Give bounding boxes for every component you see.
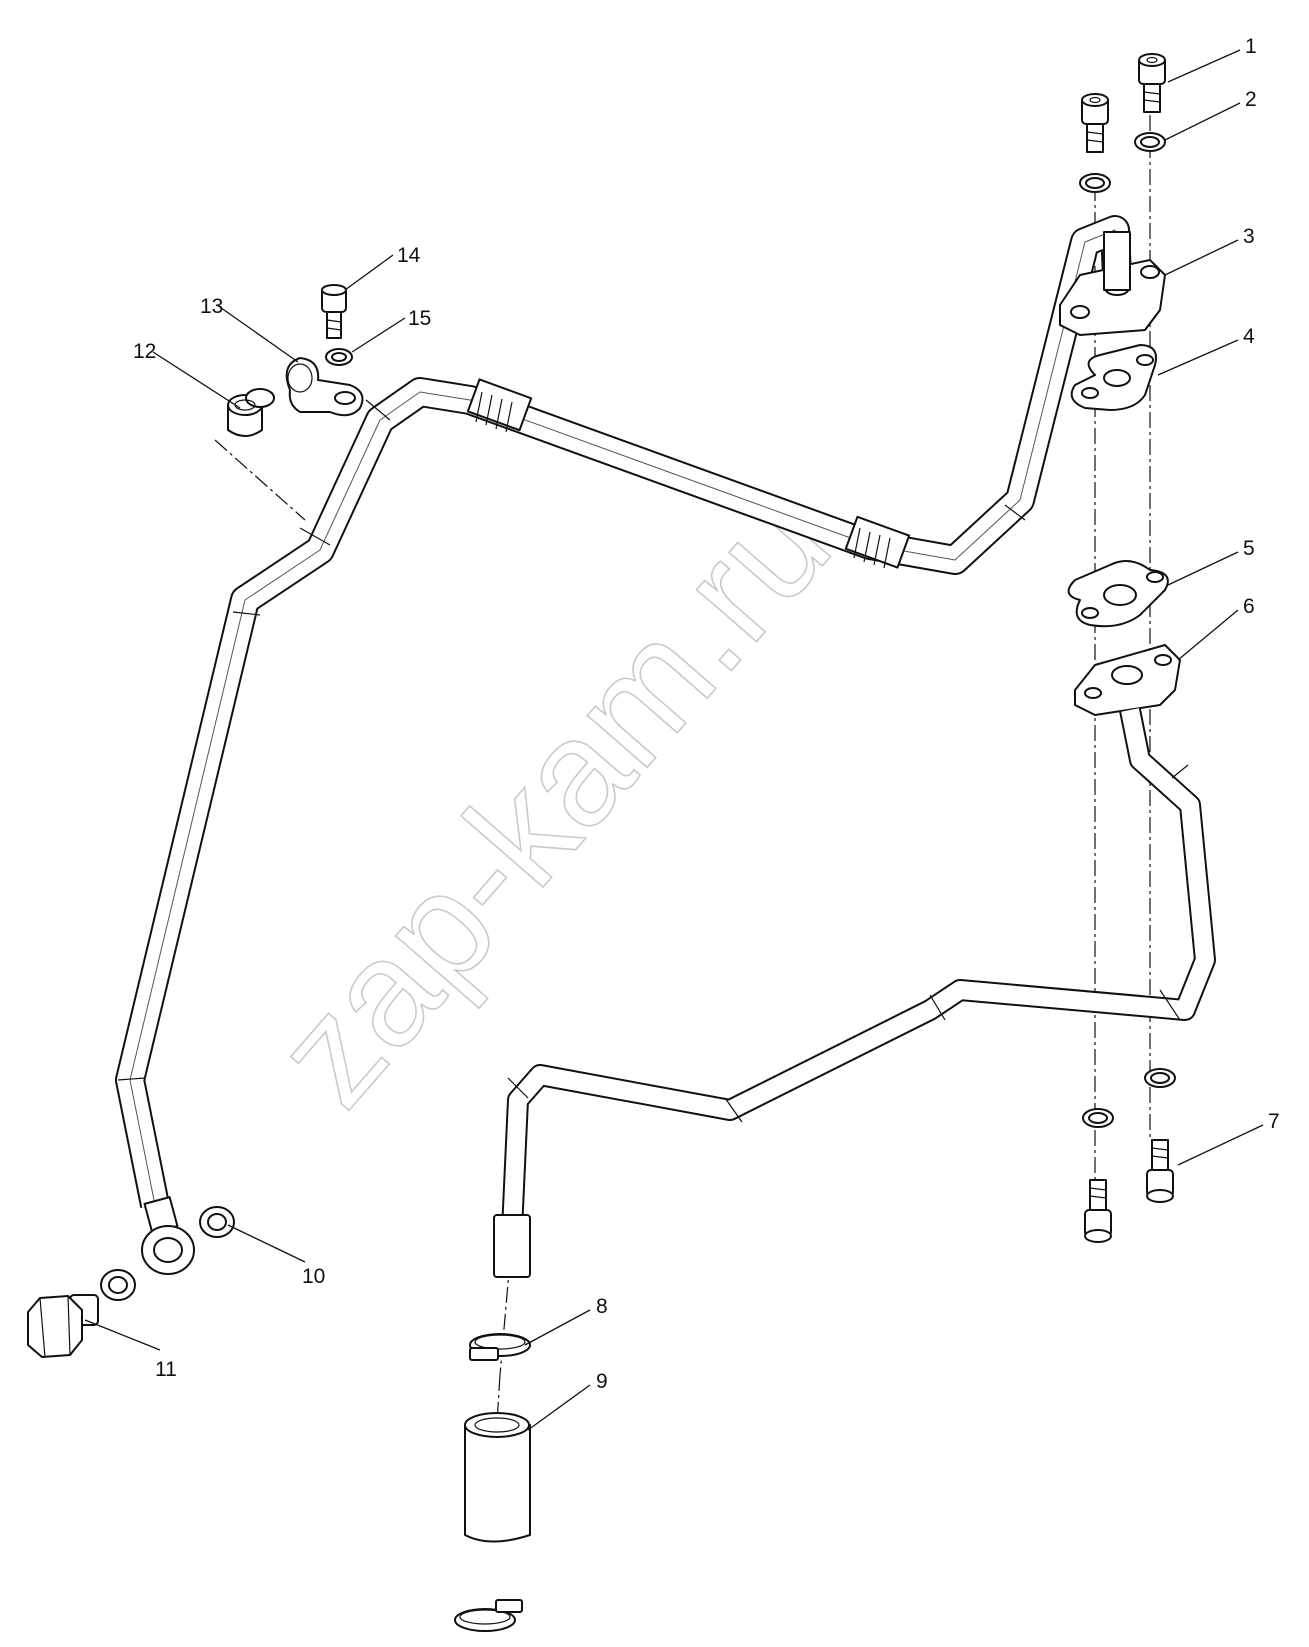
bend-marks [117,399,1026,1081]
callout-9: 9 [596,1370,608,1393]
bolt-upper-right [1138,53,1166,113]
pipe-coupling-upper [466,378,533,433]
callout-3: 3 [1243,225,1255,248]
callout-7: 7 [1268,1110,1280,1133]
callout-14: 14 [397,244,421,267]
washer-lower-left [1082,1108,1114,1128]
clip-washer [325,348,353,366]
washer-upper-left [1079,173,1111,193]
p-clip [285,357,364,417]
callout-5: 5 [1243,537,1255,560]
hose-sleeve [464,1412,531,1543]
callout-4: 4 [1243,325,1255,348]
return-oil-pipe [493,707,1216,1278]
callout-13: 13 [200,295,223,318]
bushing [227,388,275,437]
banjo-bolt [27,1294,99,1358]
gasket-lower [1067,560,1169,628]
leader-lines [84,49,1264,1431]
sealing-washer-right [199,1206,235,1238]
callout-1: 1 [1245,35,1257,58]
callout-8: 8 [596,1295,608,1318]
bolt-upper-left [1081,93,1109,153]
hose-clamp-upper [469,1333,531,1361]
callout-10: 10 [302,1265,325,1288]
banjo-fitting [141,1196,195,1275]
callout-15: 15 [408,307,431,330]
assembly-lines [214,115,1151,1456]
callout-2: 2 [1245,88,1257,111]
watermark: zap-kam.ru [242,460,861,1136]
washer-upper-right [1134,132,1166,152]
main-oil-pipe [115,215,1133,1208]
callout-6: 6 [1243,595,1255,618]
callout-labels: 1 2 3 4 5 6 7 8 9 10 11 12 13 14 15 [133,35,1280,1393]
flange-lower [1074,644,1181,716]
pipe-coupling-lower [844,515,911,569]
callout-11: 11 [155,1358,177,1381]
clip-bolt [321,284,347,339]
bolt-lower-right [1146,1139,1174,1203]
hose-clamp-lower [454,1599,523,1632]
bolt-lower-left [1084,1179,1112,1243]
washer-lower-right [1144,1068,1176,1088]
gasket-upper [1070,344,1157,411]
callout-12: 12 [133,340,156,363]
flange-upper [1059,231,1166,336]
sealing-washer-left [100,1269,136,1301]
